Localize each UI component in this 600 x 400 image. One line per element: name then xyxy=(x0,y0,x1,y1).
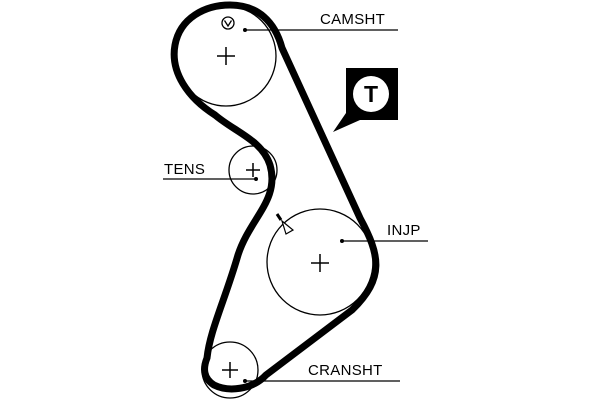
tensioner-badge-icon: T xyxy=(333,68,398,132)
tensioner-leader xyxy=(163,177,258,181)
camshaft-center-mark xyxy=(217,47,235,65)
tensioner-label: TENS xyxy=(164,161,205,178)
injection-pump-center-mark xyxy=(311,254,329,272)
injection-pump-label: INJP xyxy=(387,222,421,239)
tensioner-badge-letter: T xyxy=(364,81,378,107)
injection-pump-leader xyxy=(340,239,428,243)
crankshaft-leader xyxy=(243,379,400,383)
crankshaft-label: CRANSHT xyxy=(308,362,383,379)
crankshaft-center-mark xyxy=(222,362,238,378)
camshaft-leader xyxy=(243,28,398,32)
camshaft-timing-mark xyxy=(221,16,235,30)
camshaft-label: CAMSHT xyxy=(320,11,385,28)
injection-pump-timing-mark xyxy=(275,213,295,235)
tensioner-center-mark xyxy=(246,163,260,177)
